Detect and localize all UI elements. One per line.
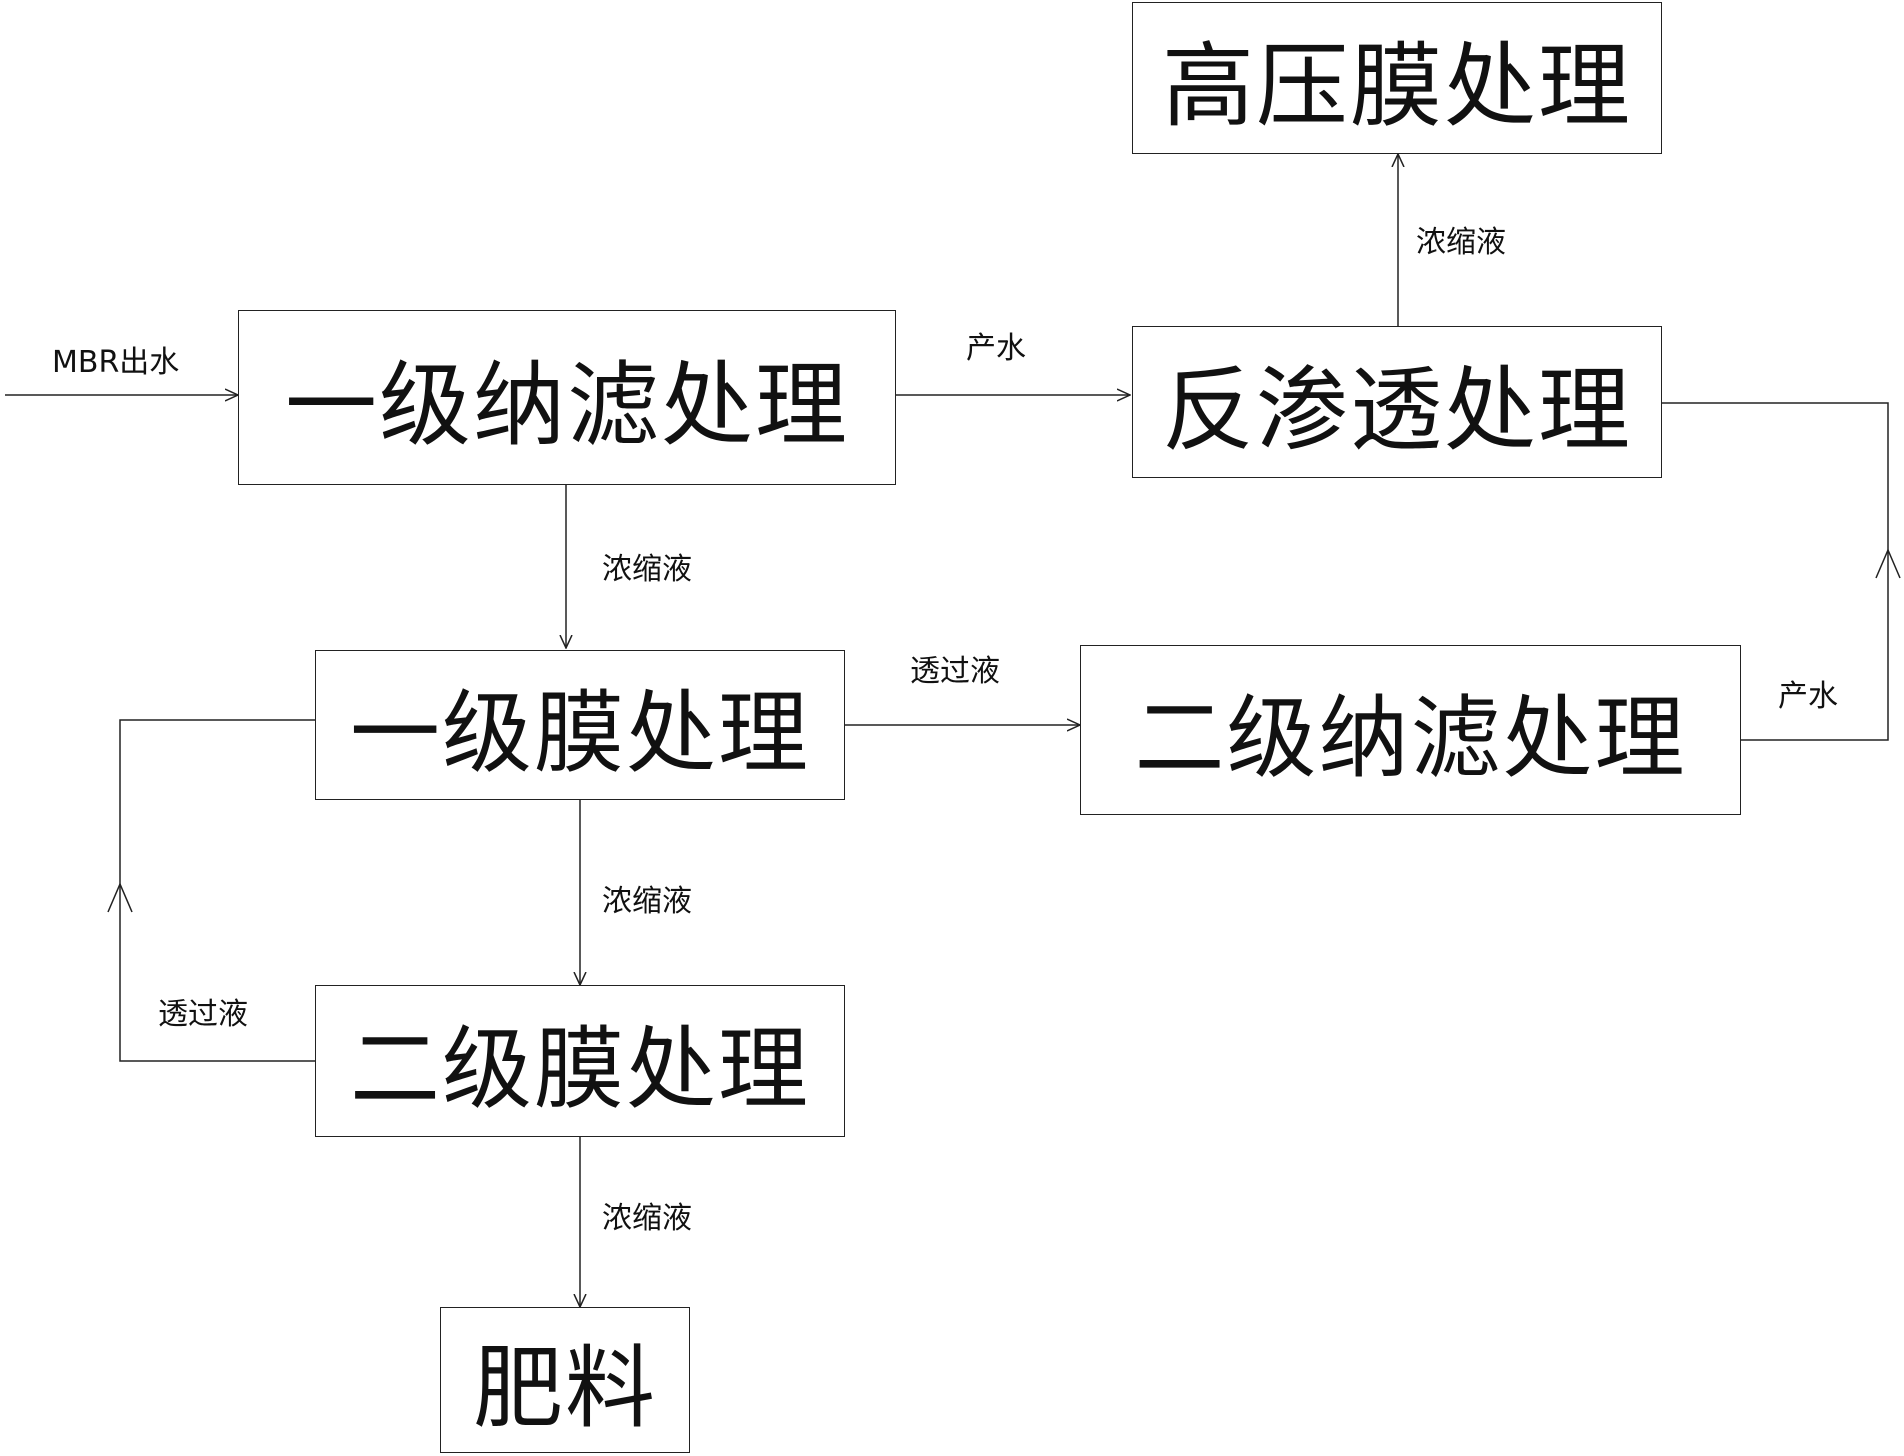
node-high-pressure-membrane-label: 高压膜处理 [1161, 32, 1632, 140]
arrow-mem2-to-mem1 [119, 719, 315, 1062]
label-mem1-concentrate: 浓缩液 [602, 884, 692, 919]
node-fertilizer-label: 肥料 [473, 1336, 657, 1441]
node-mem2-label: 二级膜处理 [350, 1017, 810, 1122]
arrow-mem2-to-mem1-head [107, 882, 133, 913]
node-nf1-label: 一级纳滤处理 [284, 352, 849, 459]
node-nf1: 一级纳滤处理 [238, 310, 896, 485]
node-nf2-label: 二级纳滤处理 [1134, 686, 1687, 791]
label-mem2-concentrate: 浓缩液 [602, 1201, 692, 1236]
label-mem1-permeate: 透过液 [910, 654, 1000, 689]
arrow-nf2-to-ro-head [1875, 548, 1901, 579]
node-mem1-label: 一级膜处理 [350, 681, 810, 786]
node-reverse-osmosis-label: 反渗透处理 [1161, 356, 1632, 464]
node-mem2: 二级膜处理 [315, 985, 845, 1137]
node-high-pressure-membrane: 高压膜处理 [1132, 2, 1662, 154]
label-nf1-product-water: 产水 [966, 331, 1026, 366]
node-nf2: 二级纳滤处理 [1080, 645, 1741, 815]
node-mem1: 一级膜处理 [315, 650, 845, 800]
label-nf1-concentrate: 浓缩液 [602, 552, 692, 587]
label-nf2-product-water: 产水 [1778, 679, 1838, 714]
node-fertilizer: 肥料 [440, 1307, 690, 1453]
label-mbr-effluent: MBR出水 [52, 345, 180, 380]
arrow-nf2-to-ro [1662, 402, 1889, 741]
node-reverse-osmosis: 反渗透处理 [1132, 326, 1662, 478]
label-ro-concentrate: 浓缩液 [1416, 225, 1506, 260]
label-mem2-permeate: 透过液 [158, 997, 248, 1032]
